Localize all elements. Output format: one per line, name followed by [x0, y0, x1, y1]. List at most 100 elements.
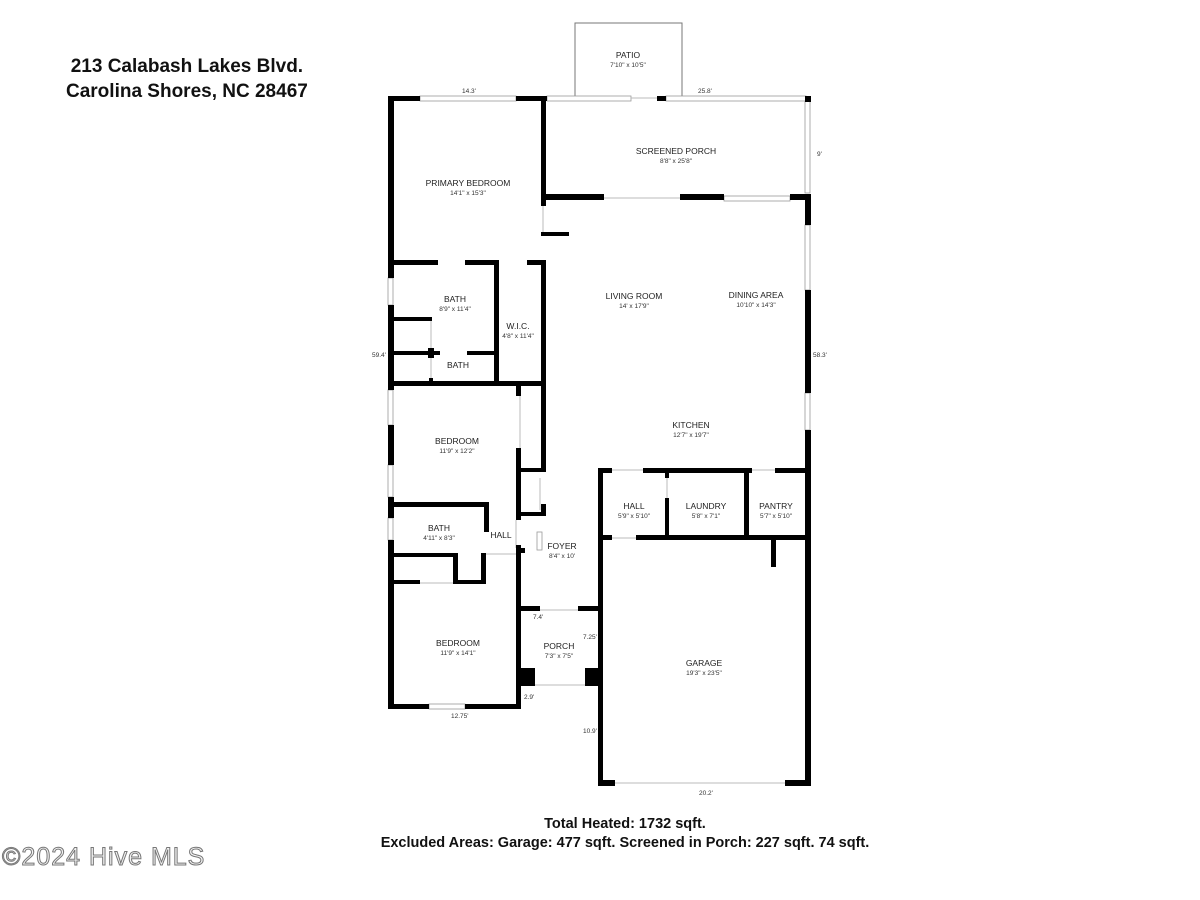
room-name-bath-small: BATH [447, 360, 469, 370]
room-name-bath: BATH [444, 294, 466, 304]
dim-right-side: 58.3' [813, 352, 827, 359]
wall [541, 96, 546, 206]
wall [657, 96, 666, 101]
room-name-primary-bedroom: PRIMARY BEDROOM [426, 178, 511, 188]
dim-porch-left-width: 7.4' [533, 614, 543, 621]
dimension-labels: 14.3' 25.8' 9' 59.4' 58.3' 7.4' 7.25' 2.… [372, 88, 827, 797]
wall [516, 381, 521, 396]
wall [643, 468, 752, 473]
wall [516, 468, 546, 472]
wall [516, 96, 547, 101]
property-address: 213 Calabash Lakes Blvd. Carolina Shores… [66, 54, 308, 104]
wall [388, 305, 394, 390]
window-kitchen-right [804, 392, 811, 431]
wall [388, 96, 394, 278]
room-name-kitchen: KITCHEN [672, 420, 709, 430]
room-dims-primary-bedroom: 14'1" x 15'3" [450, 190, 486, 197]
room-dims-living-room: 14' x 17'9" [619, 303, 649, 310]
wall [775, 468, 811, 473]
area-totals: Total Heated: 1732 sqft. Excluded Areas:… [360, 815, 890, 853]
wall [578, 606, 603, 611]
room-dims-pantry: 5'7" x 5'10" [760, 513, 793, 520]
wall [598, 468, 603, 785]
wall [790, 194, 810, 200]
window-dining-right [804, 224, 811, 291]
room-dims-wic: 4'8" x 11'4" [502, 333, 534, 340]
wall [516, 606, 540, 611]
patio-outline [574, 22, 683, 98]
wall [516, 512, 546, 516]
room-dims-dining-area: 10'10" x 14'3" [736, 302, 776, 309]
room-dims-garage: 19'3" x 23'5" [686, 670, 722, 677]
wall [521, 668, 535, 686]
wall [428, 348, 434, 358]
address-line-1: 213 Calabash Lakes Blvd. [70, 56, 304, 77]
wall [805, 96, 811, 102]
wall [805, 290, 811, 393]
wall [665, 468, 669, 478]
wall [388, 502, 489, 507]
wall [388, 580, 420, 584]
wall [481, 553, 486, 583]
window-bedroom2-left-2 [387, 464, 394, 498]
wall [598, 535, 612, 540]
window-dining-top [723, 195, 791, 202]
wall [771, 540, 776, 567]
dim-left-side: 59.4' [372, 352, 386, 359]
window-bath2-left [387, 517, 394, 541]
wall [680, 194, 724, 200]
dim-garage-bottom: 20.2' [699, 790, 713, 797]
room-dims-bedroom-2: 11'9" x 12'2" [439, 448, 475, 455]
wall [467, 351, 497, 355]
window-porch-top-left [546, 95, 632, 102]
wall [541, 194, 604, 200]
room-name-patio: PATIO [616, 50, 641, 60]
wall [388, 425, 394, 465]
dim-porch-right-height: 7.25' [583, 634, 597, 641]
wall [805, 430, 811, 540]
window-bedroom3-bottom [428, 703, 466, 710]
wall [388, 540, 394, 709]
window-porch-right [804, 100, 811, 194]
wall [494, 260, 499, 385]
wall [598, 468, 612, 473]
address-line-2: Carolina Shores, NC 28467 [66, 81, 308, 102]
room-dims-bath-2: 4'11" x 8'3" [423, 535, 455, 542]
window-bath-left [387, 277, 394, 306]
room-dims-kitchen: 12'7" x 19'7" [673, 432, 709, 439]
room-name-garage: GARAGE [686, 658, 723, 668]
room-labels: PATIO 7'10" x 10'5" SCREENED PORCH 8'8" … [423, 50, 793, 677]
wall [805, 536, 811, 785]
wall [598, 780, 615, 786]
room-dims-bedroom-3: 11'9" x 14'1" [440, 650, 476, 657]
wall [465, 704, 521, 709]
window-closet [536, 531, 543, 551]
room-name-screened-porch: SCREENED PORCH [636, 146, 716, 156]
wall [394, 351, 440, 355]
wall [388, 553, 453, 557]
excluded-areas: Excluded Areas: Garage: 477 sqft. Screen… [380, 835, 870, 851]
wall [541, 504, 546, 516]
wall [541, 260, 546, 472]
room-dims-laundry: 5'8" x 7'1" [692, 513, 721, 520]
room-name-pantry: PANTRY [759, 501, 793, 511]
room-name-wic: W.I.C. [506, 321, 529, 331]
dim-top-right: 25.8' [698, 88, 712, 95]
room-name-porch: PORCH [544, 641, 575, 651]
openings [420, 97, 785, 784]
room-dims-screened-porch: 8'8" x 25'8" [660, 158, 693, 165]
dim-porch-right: 9' [817, 151, 822, 158]
wall [744, 468, 749, 538]
window-bedroom2-left-1 [387, 389, 394, 426]
room-name-bath-2: BATH [428, 523, 450, 533]
wall [453, 553, 458, 583]
wall [388, 260, 438, 265]
walls [388, 96, 811, 786]
wall [527, 260, 546, 265]
room-name-dining-area: DINING AREA [729, 290, 784, 300]
room-dims-foyer: 8'4" x 10' [549, 553, 575, 560]
room-dims-bath: 8'9" x 11'4" [439, 306, 471, 313]
wall [805, 194, 811, 225]
room-dims-hall-east: 5'9" x 5'10" [618, 513, 651, 520]
room-dims-patio: 7'10" x 10'5" [610, 62, 646, 69]
